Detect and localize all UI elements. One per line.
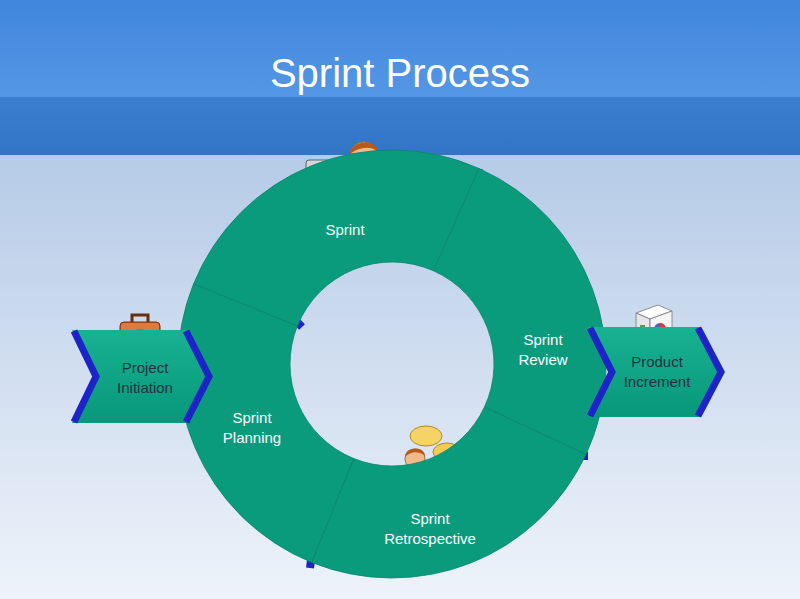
ring-segment: Sprint — [191, 148, 482, 328]
ring-sector — [178, 284, 354, 563]
person-hair — [405, 449, 425, 457]
box-graphic — [654, 323, 666, 335]
band-notch — [590, 328, 612, 416]
briefcase-clasp — [137, 330, 143, 338]
label-holder: Sprint Planning — [207, 408, 297, 448]
person-hair — [350, 142, 378, 154]
label-holder: Project Initiation — [100, 358, 190, 398]
ring-sector — [312, 407, 586, 578]
person-head — [405, 449, 425, 469]
disc — [661, 335, 671, 345]
monitor-screen — [515, 250, 565, 288]
monitor-frame — [510, 245, 570, 295]
person-at-computer-icon — [305, 142, 386, 214]
person-body — [347, 165, 386, 204]
header-stripe — [0, 97, 800, 155]
ring-segment: Sprint Retrospective — [309, 405, 588, 580]
clipboard-icon — [220, 345, 273, 399]
box-front — [650, 311, 672, 347]
header-band — [0, 0, 800, 97]
monitor-stand — [321, 200, 333, 207]
node-label: Project Initiation — [100, 358, 190, 398]
node-label: Sprint Review — [511, 330, 575, 370]
paper-line — [231, 363, 251, 367]
node-shape — [309, 405, 588, 580]
node-shape — [431, 166, 608, 457]
speech-bubble — [410, 426, 442, 446]
node-shape — [588, 327, 724, 417]
node-label: Product Increment — [612, 352, 702, 392]
speech-bubble — [433, 443, 461, 461]
person-hair — [450, 460, 470, 468]
band-fill — [72, 330, 212, 423]
person-body — [400, 470, 431, 490]
shadow — [305, 202, 385, 214]
label-holder: Sprint Retrospective — [375, 509, 485, 549]
briefcase-icon — [120, 315, 160, 355]
slide-title: Sprint Process — [0, 48, 800, 98]
person-head — [350, 142, 378, 170]
clipboard-board — [220, 349, 264, 400]
paper-line — [232, 369, 252, 373]
node-label: Sprint Retrospective — [375, 509, 485, 549]
box-side — [636, 313, 650, 347]
band-tip — [698, 328, 721, 416]
box-top — [636, 305, 672, 319]
person-body — [444, 481, 476, 502]
arrow-band: Project Initiation — [72, 330, 212, 423]
paper-line — [233, 375, 253, 379]
chevron-separator — [485, 413, 588, 456]
person-tie — [363, 170, 368, 199]
chevron-separator — [199, 283, 302, 327]
monitor-icon — [510, 245, 570, 309]
node-label: Sprint — [300, 220, 390, 240]
label-holder: Product Increment — [612, 352, 702, 392]
product-box-icon — [636, 305, 672, 347]
box-graphic — [660, 323, 666, 329]
chevron-separator — [437, 169, 479, 272]
node-shape — [72, 330, 212, 423]
monitor-base — [311, 206, 343, 211]
band-fill — [588, 327, 724, 417]
ring-sector — [433, 169, 606, 455]
label-holder: Sprint — [300, 220, 390, 240]
person-tie — [458, 484, 462, 498]
node-label: Sprint Planning — [207, 408, 297, 448]
ring-sector — [194, 150, 479, 326]
shadow — [400, 497, 476, 509]
paper-lines — [231, 363, 254, 385]
monitor-base — [523, 301, 557, 309]
segment-separators — [199, 169, 588, 568]
person-head — [450, 460, 470, 480]
briefcase-handle — [132, 315, 148, 322]
chevron-separator — [310, 465, 355, 568]
paper-line — [235, 382, 249, 385]
monitor-stand — [532, 295, 548, 303]
people-talking-icon — [400, 426, 476, 509]
briefcase-flap — [121, 323, 159, 335]
pen — [244, 359, 271, 387]
band-notch — [74, 331, 96, 422]
clipboard-clip — [231, 349, 246, 358]
box-graphic — [640, 325, 645, 335]
monitor-back — [306, 160, 348, 200]
monitor-panel — [312, 166, 342, 194]
briefcase-body — [120, 322, 160, 355]
arrow-band: Product Increment — [588, 327, 724, 417]
ring-segment: Sprint Review — [431, 166, 608, 457]
clipboard-paper — [225, 355, 259, 394]
label-holder: Sprint Review — [511, 330, 575, 370]
